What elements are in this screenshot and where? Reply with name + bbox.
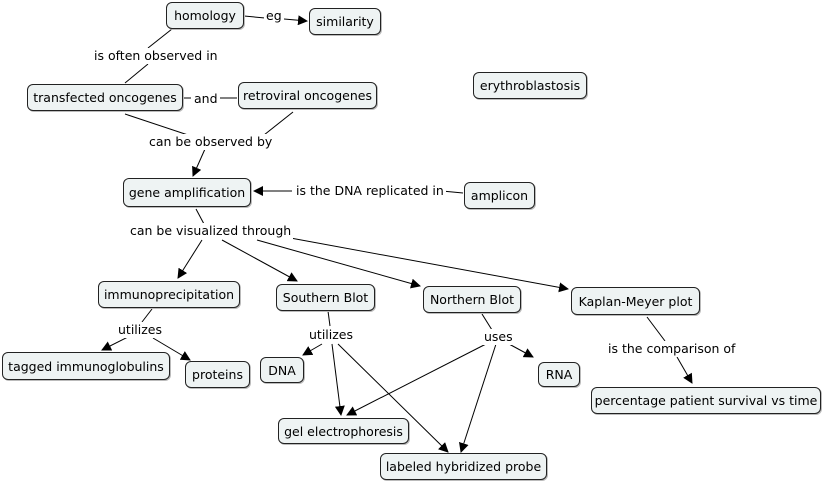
concept-label: labeled hybridized probe [385, 459, 542, 474]
concept-dna[interactable]: DNA [260, 357, 304, 383]
concept-kaplan-meyer-plot[interactable]: Kaplan-Meyer plot [571, 287, 700, 315]
link-label-is-often-observed-in: is often observed in [92, 48, 220, 64]
link-label-is-the-comparison-of: is the comparison of [606, 341, 738, 357]
concept-label: similarity [316, 14, 374, 29]
concept-similarity[interactable]: similarity [309, 8, 381, 35]
link-retroviral-observedby [263, 111, 294, 136]
concept-label: Southern Blot [282, 290, 369, 305]
link-utilizes-tagged [101, 336, 129, 351]
link-visualized-southern [221, 239, 298, 282]
link-uses-probe [459, 343, 497, 453]
link-label-can-be-visualized-through: can be visualized through [128, 223, 294, 239]
concept-label: gene amplification [128, 185, 246, 200]
link-eg-similarity [283, 15, 308, 26]
link-label-can-be-observed-by: can be observed by [147, 134, 275, 150]
link-utilizes-gel [331, 343, 345, 416]
concept-southern-blot[interactable]: Southern Blot [276, 284, 375, 311]
concept-proteins[interactable]: proteins [185, 361, 250, 388]
link-comparison-percentage [676, 356, 693, 384]
link-utilizes-proteins [152, 337, 191, 361]
link-homology-observed [147, 28, 173, 49]
concept-gene-amplification[interactable]: gene amplification [123, 178, 251, 207]
concept-label: homology [174, 8, 236, 23]
link-uses-gel [346, 343, 487, 416]
link-visualized-immuno [177, 239, 203, 279]
concept-gel-electrophoresis[interactable]: gel electrophoresis [278, 418, 409, 444]
link-southern-utilizes [327, 310, 331, 327]
link-utilizes-probe [337, 343, 449, 453]
link-homology-eg [243, 15, 266, 19]
concept-tagged-immunoglobulins[interactable]: tagged immunoglobulins [2, 352, 170, 380]
link-label-eg: eg [264, 8, 284, 24]
link-utilizes-dna [302, 343, 323, 356]
concept-labeled-hybridized-probe[interactable]: labeled hybridized probe [380, 453, 547, 480]
link-visualized-northern [256, 239, 421, 289]
link-geneamp-visualized [195, 208, 205, 225]
link-kaplan-comparison [646, 316, 666, 342]
concept-label: transfected oncogenes [33, 90, 177, 105]
concept-immunoprecipitation[interactable]: immunoprecipitation [98, 281, 240, 308]
concept-label: erythroblastosis [479, 78, 581, 93]
concept-rna[interactable]: RNA [538, 362, 580, 387]
concept-label: amplicon [470, 188, 529, 203]
concept-label: RNA [545, 367, 573, 382]
link-uses-rna [508, 343, 534, 358]
concept-label: retroviral oncogenes [243, 88, 372, 103]
concept-label: proteins [192, 367, 243, 382]
link-observed-transfected [124, 63, 149, 84]
concept-label: DNA [268, 362, 296, 378]
concept-label: immunoprecipitation [103, 287, 235, 302]
concept-transfected-oncogenes[interactable]: transfected oncogenes [27, 84, 183, 111]
concept-label: percentage patient survival vs time [594, 393, 818, 408]
concept-retroviral-oncogenes[interactable]: retroviral oncogenes [238, 82, 377, 109]
link-label-utilizes-southern: utilizes [307, 327, 356, 343]
concept-label: tagged immunoglobulins [8, 358, 164, 374]
link-northern-uses [481, 313, 493, 331]
concept-percentage-patient-survival[interactable]: percentage patient survival vs time [591, 387, 821, 414]
link-observedby-geneamp [192, 148, 206, 177]
link-transfected-observedby [124, 113, 189, 136]
concept-northern-blot[interactable]: Northern Blot [423, 286, 521, 313]
concept-amplicon[interactable]: amplicon [464, 182, 535, 209]
concept-erythroblastosis[interactable]: erythroblastosis [473, 72, 587, 99]
link-label-uses: uses [482, 329, 515, 345]
concept-label: Northern Blot [429, 292, 515, 307]
link-label-utilizes-immuno: utilizes [116, 322, 165, 338]
link-label-and: and [192, 91, 220, 107]
concept-label: gel electrophoresis [284, 423, 403, 439]
link-visualized-kaplan [284, 236, 569, 293]
concept-homology[interactable]: homology [166, 2, 244, 29]
concept-label: Kaplan-Meyer plot [578, 293, 693, 309]
link-label-is-the-dna-replicated-in: is the DNA replicated in [294, 183, 446, 199]
link-immuno-utilizes [141, 308, 153, 323]
